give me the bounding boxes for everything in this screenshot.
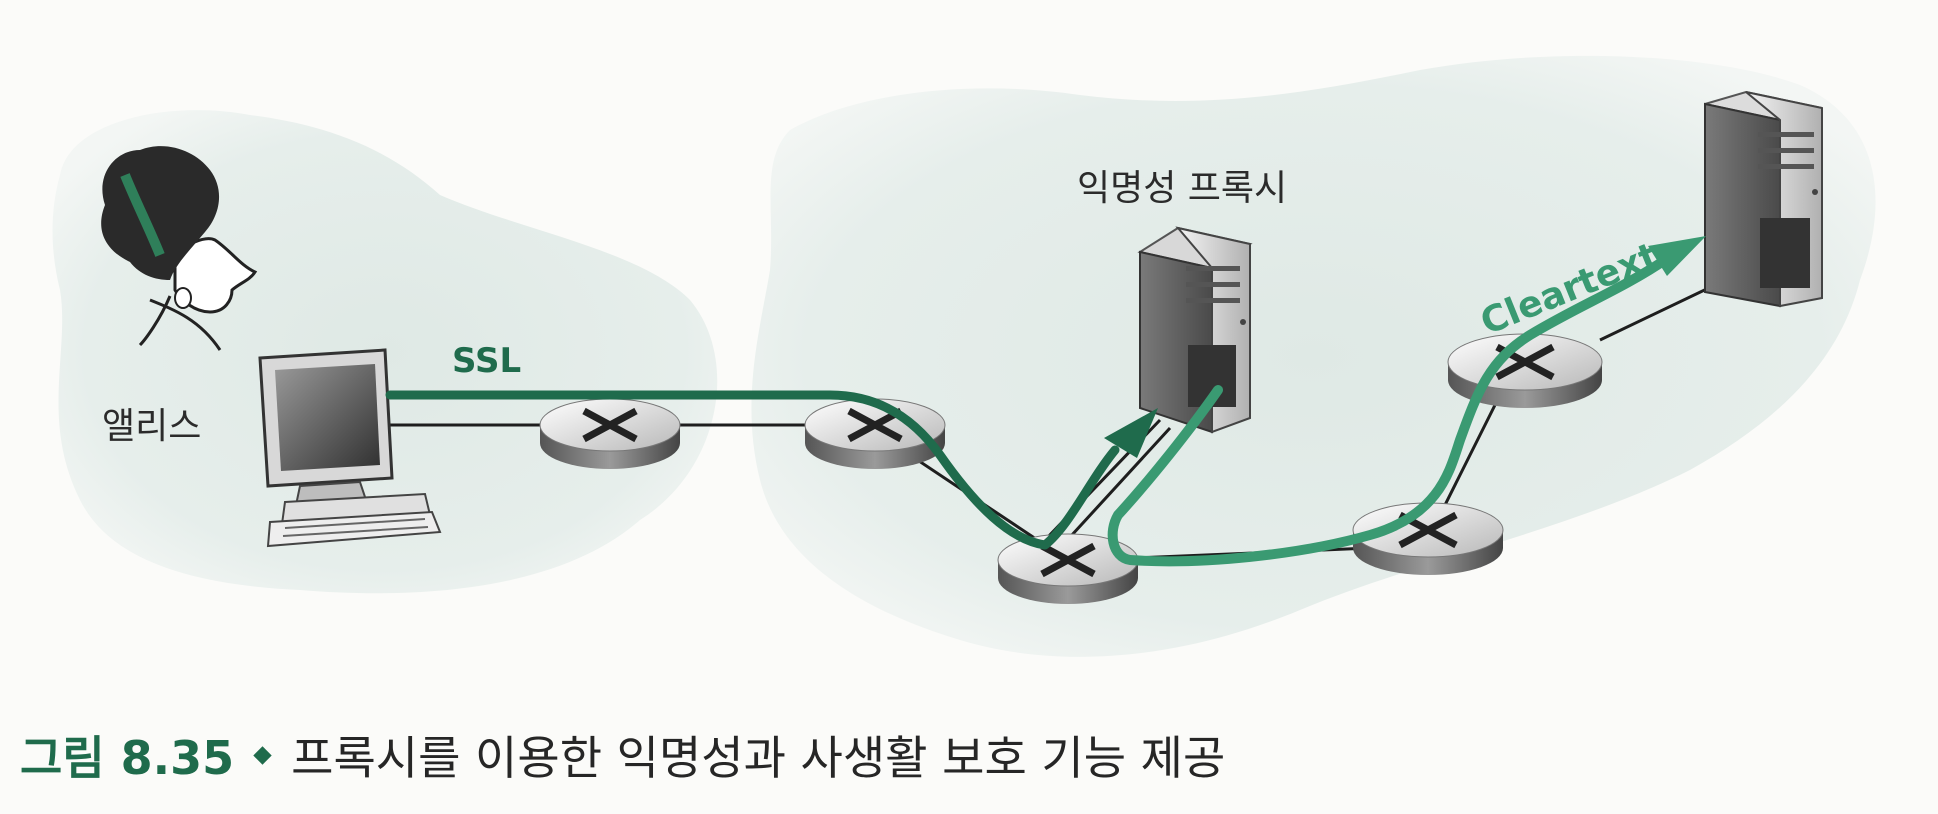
router-3 [997, 533, 1139, 604]
figure-number: 그림 8.35 [20, 731, 235, 785]
proxy-server [1137, 226, 1253, 434]
ssl-label: SSL [452, 341, 521, 381]
router-1 [539, 398, 681, 469]
alice-computer [258, 348, 442, 548]
ssl-path [385, 390, 1120, 550]
cleartext-path [1107, 255, 1670, 567]
alice-person [101, 146, 258, 351]
figure-caption: 그림 8.35 프록시를 이용한 익명성과 사생활 보호 기능 제공 [20, 722, 1225, 788]
link-router3-proxy-b [1058, 426, 1172, 550]
right-network-cloud [751, 55, 1876, 657]
alice-label: 앨리스 [102, 406, 201, 447]
router-2 [804, 398, 946, 469]
link-router5-router4 [1438, 384, 1507, 516]
router-5 [1352, 502, 1504, 575]
destination-server [1704, 90, 1823, 308]
caption-text: 프록시를 이용한 익명성과 사생활 보호 기능 제공 [291, 731, 1226, 785]
cleartext-arrowhead [1648, 236, 1706, 276]
ssl-arrowhead [1104, 408, 1158, 458]
proxy-label: 익명성 프록시 [1077, 168, 1287, 209]
link-router4-server [1599, 283, 1716, 342]
router-4 [1447, 333, 1603, 408]
diamond-bullet-icon [253, 745, 272, 765]
